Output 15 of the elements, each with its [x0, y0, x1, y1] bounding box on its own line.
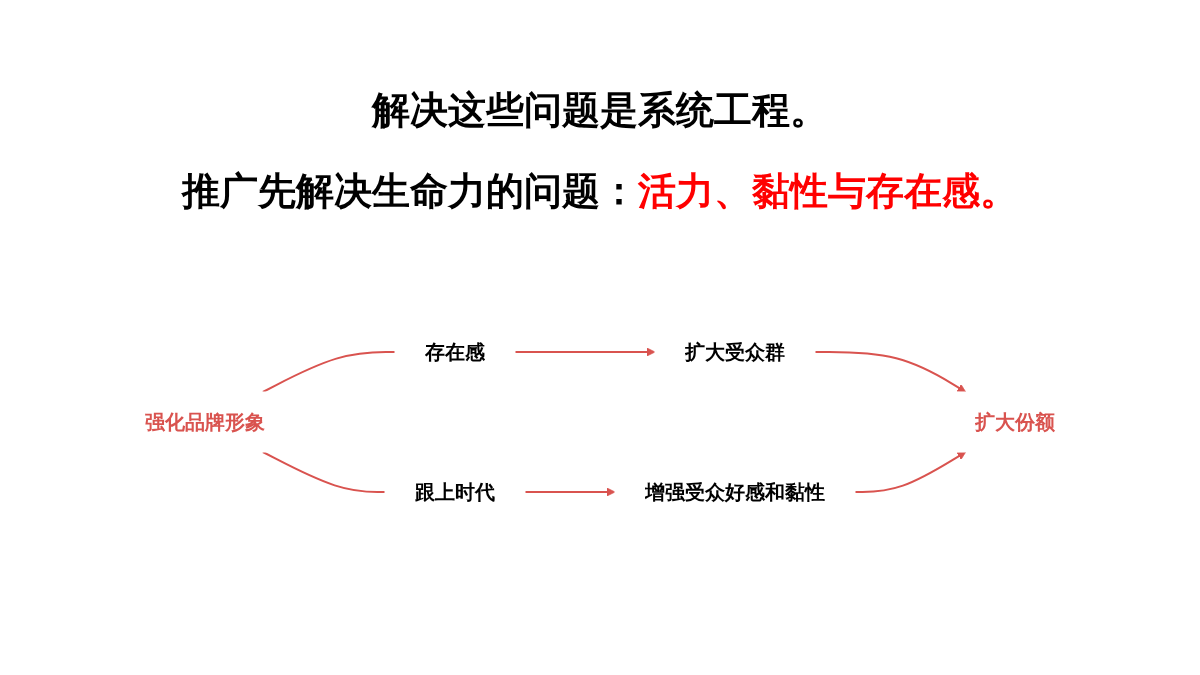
arrow	[524, 487, 616, 497]
arrow	[854, 451, 967, 493]
heading-text: 活力、黏性与存在感。	[638, 168, 1018, 215]
node-text: 扩大受众群	[685, 340, 785, 364]
node-text: 扩大份额	[975, 410, 1055, 434]
arrow	[814, 351, 967, 393]
connector	[261, 351, 396, 393]
node-text: 强化品牌形象	[145, 410, 265, 434]
title: 解决这些问题是系统工程。	[372, 87, 828, 134]
node-text: 存在感	[425, 340, 485, 364]
connector	[261, 451, 386, 493]
heading-text: 推广先解决生命力的问题：	[182, 168, 638, 215]
node-text: 跟上时代	[415, 480, 495, 504]
arrow	[514, 347, 656, 357]
node-text: 增强受众好感和黏性	[645, 480, 825, 504]
